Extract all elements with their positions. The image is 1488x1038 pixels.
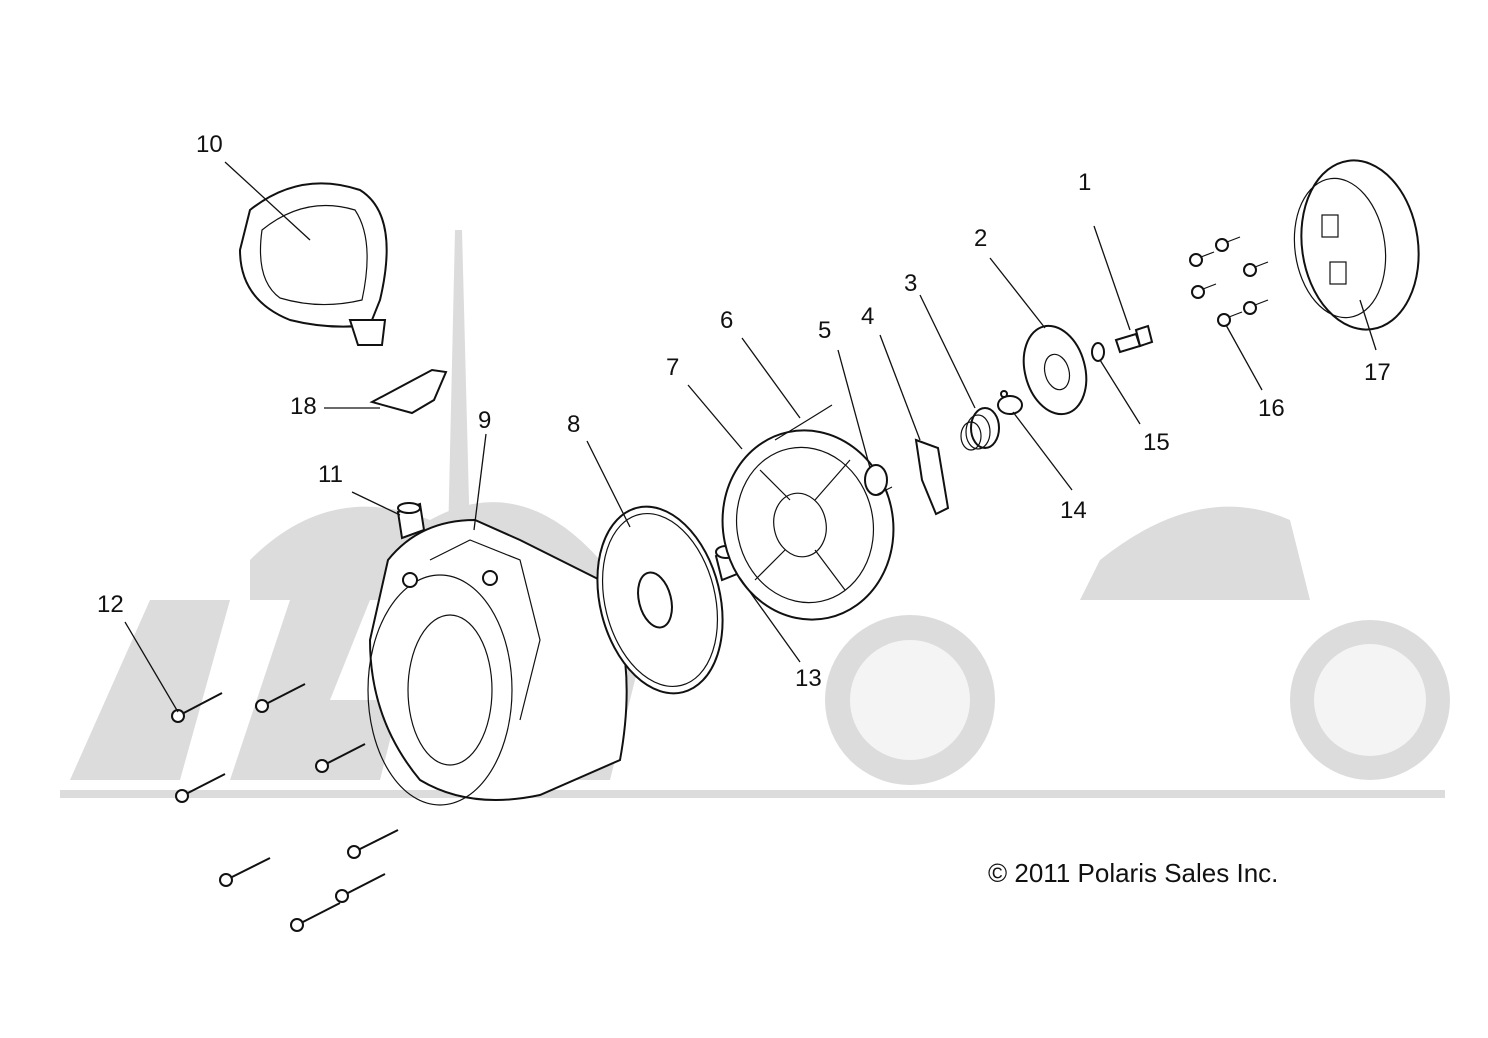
- washer: [1091, 342, 1105, 362]
- leader-lines: [124, 161, 1377, 713]
- callout-18: 18: [290, 393, 317, 420]
- housing-bolts: [171, 683, 399, 932]
- center-bolt: [1114, 324, 1154, 354]
- pawl-spring: [864, 464, 893, 496]
- recoil-housing: [367, 518, 628, 806]
- callout-12: 12: [97, 591, 124, 618]
- callout-15: 15: [1143, 429, 1170, 456]
- callout-10: 10: [196, 131, 223, 158]
- callout-3: 3: [904, 270, 917, 297]
- callout-16: 16: [1258, 395, 1285, 422]
- callout-2: 2: [974, 225, 987, 252]
- callout-7: 7: [666, 354, 679, 381]
- callout-14: 14: [1060, 497, 1087, 524]
- callout-4: 4: [861, 303, 874, 330]
- callout-17: 17: [1364, 359, 1391, 386]
- starter-handle: [238, 182, 388, 346]
- rope: [774, 404, 833, 441]
- callout-1: 1: [1078, 169, 1091, 196]
- callout-6: 6: [720, 307, 733, 334]
- callout-13: 13: [795, 665, 822, 692]
- flange-bolts: [1189, 236, 1269, 327]
- callout-9: 9: [478, 407, 491, 434]
- callout-11: 11: [318, 461, 343, 488]
- recoil-reel: [721, 429, 895, 621]
- pawl-guide: [997, 390, 1023, 415]
- starter-cup: [1293, 159, 1420, 331]
- compression-spring: [960, 407, 1000, 451]
- callout-8: 8: [567, 411, 580, 438]
- copyright-notice: © 2011 Polaris Sales Inc.: [988, 858, 1278, 888]
- handle-insert: [369, 368, 448, 415]
- recoil-spring: [596, 505, 724, 695]
- pawl: [914, 438, 950, 516]
- callout-labels: 1 2 3 4 5 6 7 8 9 10 11 12 13 14 15 16 1…: [97, 131, 1391, 692]
- friction-plate: [1022, 324, 1088, 416]
- callout-5: 5: [818, 317, 831, 344]
